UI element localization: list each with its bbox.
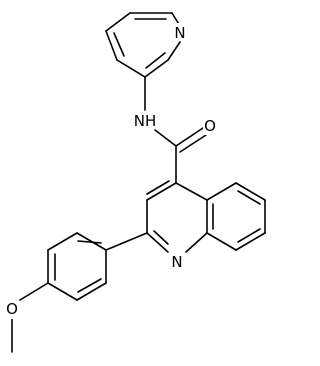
bond-q-3b bbox=[153, 230, 169, 245]
bond-q-3 bbox=[146, 232, 169, 253]
bond-b-4 bbox=[235, 232, 266, 251]
bond-q-1b bbox=[146, 180, 170, 195]
bond-co-1 bbox=[175, 127, 204, 147]
bond-c2-ph bbox=[105, 232, 148, 251]
bond-ph-2 bbox=[47, 232, 78, 251]
bond-b-2 bbox=[235, 182, 266, 201]
methoxy-o-label: O bbox=[6, 300, 18, 318]
bond-py-5b bbox=[145, 52, 166, 69]
bond-co-2 bbox=[179, 134, 207, 153]
atom-labels: N NH O N O bbox=[5, 23, 217, 319]
bond-py-5 bbox=[144, 59, 169, 78]
quinoline-n-label: N bbox=[171, 253, 182, 271]
bond-py-7 bbox=[105, 30, 118, 61]
amide-nh-label: NH bbox=[134, 112, 157, 130]
bond-q-4 bbox=[185, 232, 208, 253]
bond-py-4 bbox=[167, 41, 181, 61]
bond-q-6 bbox=[175, 182, 208, 201]
bond-b-1 bbox=[206, 182, 237, 201]
molecule-structure: N NH O N O bbox=[5, 12, 266, 353]
bond-ph-5b bbox=[77, 278, 102, 293]
bond-b-4b bbox=[237, 228, 261, 243]
pyridine-n-label: N bbox=[174, 24, 185, 42]
bond-b-5 bbox=[206, 232, 237, 251]
bond-py-1 bbox=[105, 12, 131, 32]
bond-ph-4 bbox=[47, 282, 78, 301]
bond-ph-5 bbox=[76, 282, 107, 301]
bonds bbox=[11, 12, 266, 353]
carbonyl-o-label: O bbox=[204, 117, 216, 135]
bond-q-1 bbox=[146, 182, 177, 201]
bond-py-6 bbox=[116, 59, 146, 78]
bond-ph-o bbox=[19, 282, 49, 301]
bond-nh-c bbox=[154, 129, 177, 147]
bond-b-2b bbox=[237, 190, 261, 205]
bond-ph-1b bbox=[77, 240, 102, 244]
bond-py-7b bbox=[113, 32, 125, 57]
